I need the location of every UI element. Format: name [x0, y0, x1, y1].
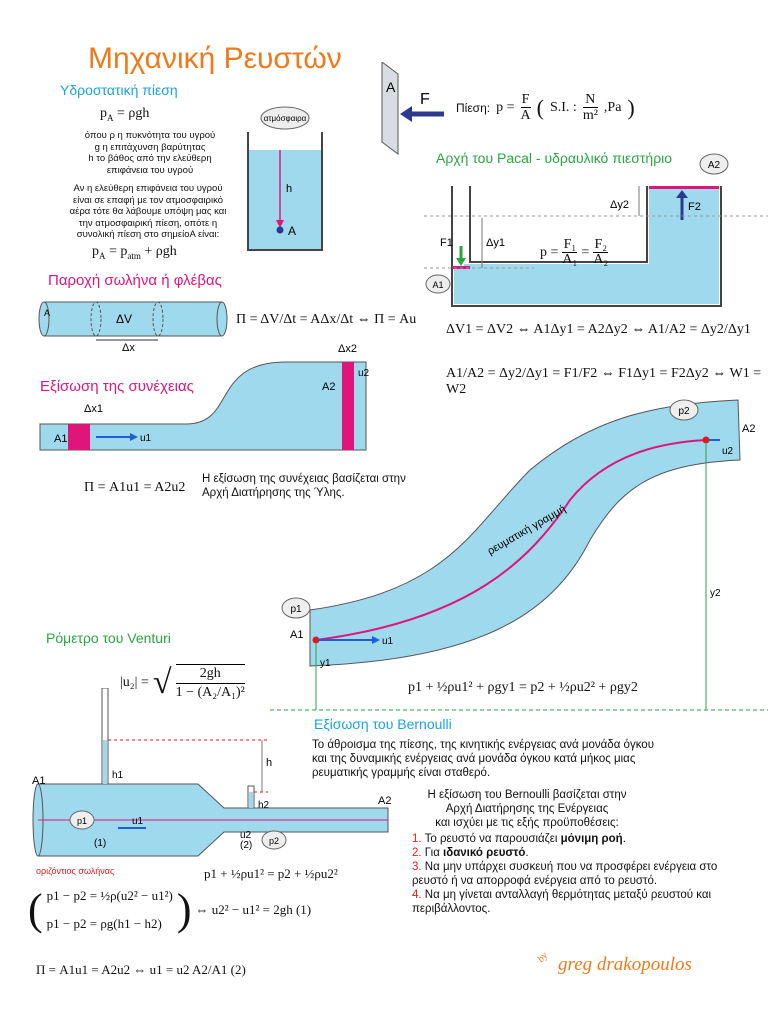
- p2-label: p2: [678, 406, 690, 417]
- pressure-plate-diagram: A F: [381, 62, 444, 155]
- condition-3: 3. Να μην υπάρχει συσκευή που να προσφέρ…: [412, 861, 718, 887]
- venturi-point1-label: (1): [94, 838, 106, 849]
- a1-label: A1: [290, 629, 303, 641]
- y1-label: y1: [320, 658, 331, 669]
- venturi-p1-label: p1: [77, 816, 87, 826]
- condition-4: 4. Να μη γίνεται ανταλλαγή θερμότητας με…: [412, 889, 712, 915]
- y2-label: y2: [710, 588, 721, 599]
- press-bottom: [464, 264, 649, 304]
- hydrostatic-tank-diagram: ατμόσφαιρα h A: [247, 106, 323, 251]
- point-a-label: A: [288, 224, 296, 238]
- piston-2: [649, 186, 719, 189]
- condition-2: 2. Για ιδανικό ρευστό.: [412, 847, 529, 859]
- page-title: Μηχανική Ρευστών: [88, 42, 342, 75]
- venturi-formula-continuity: Π = A1u1 = A2u2 ⇔ u1 = u2 A2/A1 (2): [36, 962, 246, 977]
- hydrostatic-description-2: Αν η ελεύθερη επιφάνεια του υγρού είναι …: [69, 183, 227, 240]
- dy2-label: Δy2: [610, 199, 629, 211]
- hydrostatic-formula-1: pA = ρgh: [100, 106, 150, 123]
- plate-label: A: [386, 79, 396, 95]
- dy1-label: Δy1: [486, 237, 505, 249]
- depth-label: h: [286, 183, 292, 195]
- venturi-h2-label: h2: [258, 800, 270, 811]
- press-right-col: [649, 188, 719, 304]
- flow-a-label: A: [44, 308, 50, 318]
- a2-label: A2: [322, 381, 335, 393]
- bernoulli-formula: p1 + ½ρu1² + ρgy1 = p2 + ½ρu2² + ρgy2: [408, 680, 638, 695]
- force-label: F: [420, 91, 430, 108]
- tank-water: [248, 150, 322, 250]
- point-a: [276, 226, 284, 234]
- condition-1: 1. Το ρευστό να παρουσιάζει μόνιμη ροή.: [412, 833, 626, 845]
- a1-label: A1: [54, 433, 67, 445]
- bernoulli-pipe: [309, 399, 741, 667]
- flow-dx-label: Δx: [122, 342, 135, 354]
- pascal-heading: Αρχή του Pacal - υδραυλικό πιεστήριο: [436, 150, 673, 166]
- bernoulli-intro: Η εξίσωση του Bernoulli βασίζεται στην Α…: [427, 789, 627, 829]
- u1-label: u1: [140, 433, 152, 444]
- continuity-formula: Π = A1u1 = A2u2: [84, 480, 186, 495]
- continuity-note: Η εξίσωση της συνέχειας βασίζεται στην Α…: [202, 473, 406, 499]
- venturi-u2-label: u2: [240, 830, 252, 841]
- continuity-heading: Εξίσωση της συνέχειας: [40, 378, 194, 395]
- bernoulli-heading: Εξίσωση του Bernoulli: [314, 716, 452, 732]
- press-walls: [451, 186, 722, 307]
- a2-label: A2: [742, 423, 755, 435]
- venturi-formula-bernoulli: p1 + ½ρu1² = p2 + ½ρu2²: [204, 866, 338, 881]
- venturi-formula-system: ( p1 − p2 = ½ρ(u2² − u1²) p1 − p2 = ρg(h…: [28, 885, 312, 934]
- u2-label: u2: [722, 446, 734, 457]
- hydrostatic-formula-2: pA = patm + ρgh: [92, 244, 177, 261]
- signature-by: by: [535, 950, 550, 965]
- venturi-h1-label: h1: [112, 770, 124, 781]
- dx2-label: Δx2: [338, 343, 357, 355]
- flow-formula: Π = ΔV/Δt = AΔx/Δt ⇔ Π = Au: [236, 312, 417, 327]
- venturi-diagram: h h1 h2 u1 u2 A1 A2 p1 p2 (1) (2) οριζόν…: [32, 688, 391, 876]
- tank-walls: [247, 132, 323, 251]
- hydraulic-press-diagram: A2 F1 A1 Δy1 F2 Δy2: [424, 153, 768, 307]
- dx1-label: Δx1: [84, 403, 103, 415]
- u1-label: u1: [382, 636, 394, 647]
- streamline: [315, 439, 707, 641]
- hydrostatic-heading: Υδροστατική πίεση: [60, 82, 178, 98]
- bernoulli-description: Το άθροισμα της πίεσης, της κινητικής εν…: [312, 739, 654, 779]
- press-left-col: [454, 268, 468, 304]
- f2-label: F2: [688, 201, 701, 213]
- u2-label: u2: [358, 368, 370, 379]
- pascal-formula-volume: ΔV1 = ΔV2 ⇔ A1Δy1 = A2Δy2 ⇔ A1/A2 = Δy2/…: [446, 322, 751, 337]
- venturi-u1-label: u1: [132, 816, 144, 827]
- venturi-pipe-label: οριζόντιος σωλήνας: [36, 866, 115, 876]
- a2-label: A2: [708, 160, 721, 171]
- venturi-formula-u2: |u₂| = √ 2gh 1 − (A₂/A₁)²: [120, 664, 245, 701]
- venturi-a1-label: A1: [32, 775, 45, 787]
- venturi-p2-label: p2: [269, 836, 279, 846]
- venturi-heading: Ρόμετρο του Venturi: [46, 630, 171, 646]
- continuity-pipe-diagram: u1 A1 Δx1 A2 Δx2 u2: [39, 343, 370, 451]
- venturi-point2-label: (2): [240, 840, 252, 851]
- plate: [381, 62, 399, 155]
- flow-heading: Παροχή σωλήνα ή φλέβας: [48, 272, 222, 289]
- flow-dv-label: ΔV: [116, 312, 132, 326]
- f1-label: F1: [440, 237, 453, 249]
- hydrostatic-description-1: όπου ρ η πυκνότητα του υγρού g η επιτάχυ…: [84, 130, 216, 176]
- venturi-h-label: h: [266, 757, 272, 769]
- flow-pipe-diagram: A ΔV Δx: [38, 301, 228, 354]
- pascal-formula-work: A1/A2 = Δy2/Δy1 = F1/F2 ⇔ F1Δy1 = F2Δy2 …: [446, 366, 762, 397]
- signature-name: greg drakopoulos: [558, 954, 692, 975]
- bernoulli-conditions: 1. Το ρευστό να παρουσιάζει μόνιμη ροή. …: [412, 832, 748, 916]
- p1-label: p1: [290, 604, 302, 615]
- venturi-a2-label: A2: [378, 795, 391, 807]
- a1-label: A1: [432, 280, 443, 290]
- atmosphere-label: ατμόσφαιρα: [264, 114, 307, 123]
- bernoulli-pipe-diagram: ρευματική γραμμή p1 p2 A1 A2 u1 u2 y1 y2: [270, 399, 768, 711]
- atmosphere-cloud-icon: [260, 106, 310, 130]
- continuity-pipe: [39, 361, 367, 451]
